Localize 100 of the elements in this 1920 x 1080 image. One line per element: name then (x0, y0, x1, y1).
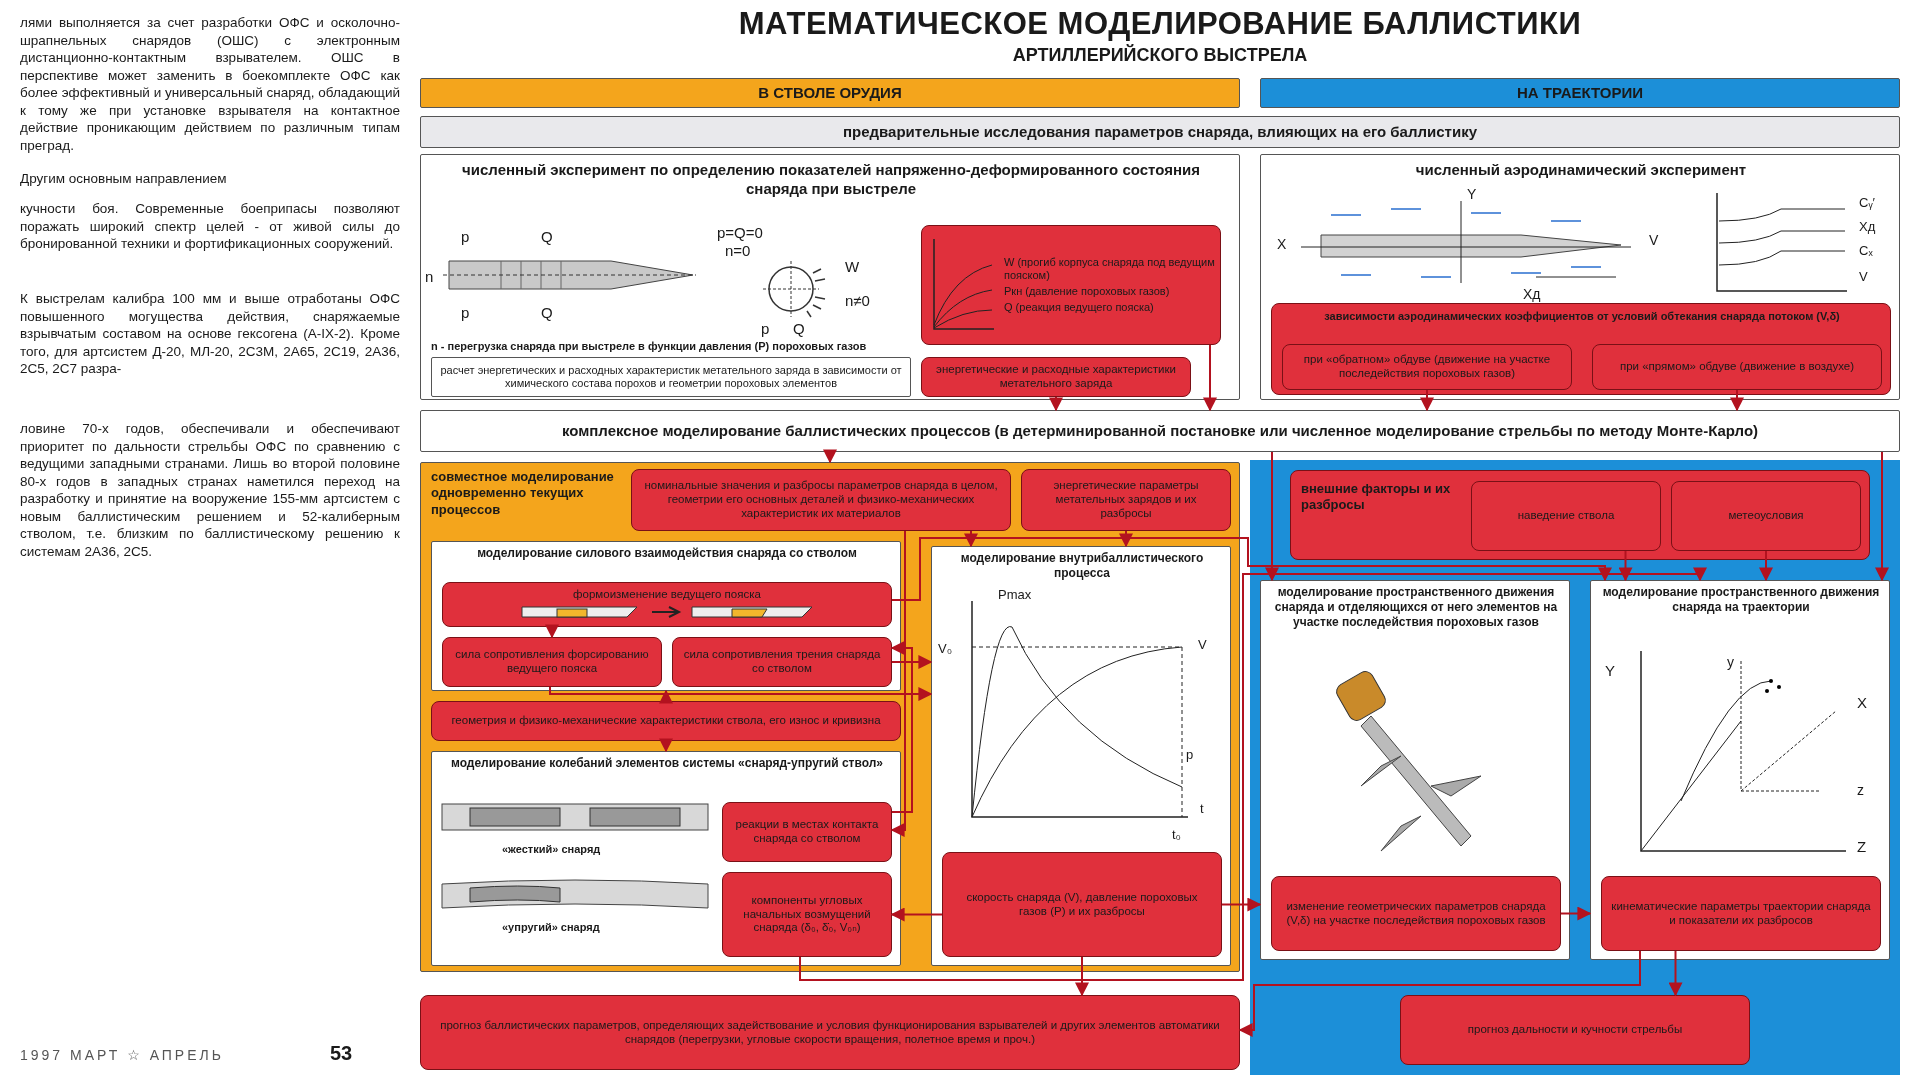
arrow (1221, 897, 1262, 912)
box-label: формоизменение ведущего пояска (573, 587, 761, 602)
box-label: расчет энергетических и расходных характеристик метательного заряда в зависимости от химического состава порохов и геометрии пороховых элементов (440, 363, 902, 391)
arrow (1203, 344, 1217, 412)
arrow (1875, 451, 1889, 582)
arrow (1420, 389, 1434, 412)
body-text: кучности боя. Современные боеприпасы позволяют поражать широкий спектр целей - от живой силы до бронированной техники и фортификационных сооружений. (20, 200, 400, 253)
axis-label: y (1727, 653, 1734, 672)
axis-label: z (1857, 781, 1864, 800)
force-label: Q (541, 303, 553, 323)
section-banner (1260, 78, 1900, 108)
curve-label: Cₓ (1859, 243, 1873, 260)
arrow (799, 567, 1707, 981)
force-label: n=0 (725, 241, 751, 261)
box-label: скорость снаряда (V), давление пороховых газов (P) и их разбросы (965, 890, 1199, 919)
box-label: W (прогиб корпуса снаряда под ведущим пояском) (1004, 255, 1216, 282)
box-label: при «обратном» обдуве (движение на участке последействия пороховых газов) (1302, 353, 1552, 381)
curve-label: Cᵧ′ (1859, 195, 1875, 212)
arrow (549, 686, 933, 701)
section-banner (420, 78, 1240, 108)
box-label: кинематические параметры траектории снаряда и показатели их разбросов (1610, 899, 1872, 928)
force-label: p (461, 303, 470, 323)
arrow (659, 689, 673, 704)
arrow (1668, 950, 1683, 997)
process-panel (420, 462, 1240, 972)
parameter-box (1271, 876, 1561, 951)
parameter-box (942, 852, 1222, 957)
arrow (891, 655, 933, 669)
arrow (890, 907, 943, 922)
arrow (890, 530, 906, 837)
arrow (1560, 906, 1592, 921)
parameter-box (1021, 469, 1231, 531)
axis-label: X (1277, 235, 1287, 254)
process-box (431, 357, 911, 397)
parameter-box (1282, 344, 1572, 390)
arrow (1075, 956, 1089, 997)
box-label: реакции в местах контакта снаряда со стволом (734, 818, 880, 846)
box-label: компоненты угловых начальных возмущений снаряда (δ₀, δ̇₀, V₀ₙ) (742, 893, 872, 936)
force-label: n (425, 267, 434, 287)
box-label: сила сопротивления трения снаряда со стволом (682, 648, 882, 676)
parameter-box (420, 995, 1240, 1070)
section-banner (420, 410, 1900, 452)
banner-text: НА ТРАЕКТОРИИ (1516, 84, 1644, 102)
box-label: изменение геометрических параметров снаряда (V,δ) на участке последействия пороховых газов (1285, 899, 1547, 928)
arrow (890, 641, 913, 813)
box-label: номинальные значения и разбросы параметров снаряда в целом, геометрии его основных деталей и физико-механических характеристик их материалов (643, 479, 999, 521)
force-label: Q (541, 227, 553, 247)
banner-text: комплексное моделирование баллистических процессов (в детерминированной постановке или численное моделирование стрельбы по методу Монте-Карло) (561, 422, 1759, 440)
process-panel (431, 751, 901, 966)
axis-label: Z (1857, 837, 1867, 857)
arrow (964, 530, 978, 548)
arrow (823, 449, 837, 464)
parameter-box (1290, 470, 1870, 560)
curve-label: V (1859, 269, 1868, 286)
parameter-box (1471, 481, 1661, 551)
force-label: W (845, 257, 860, 277)
parameter-box (722, 872, 892, 957)
arrow (1238, 950, 1641, 1037)
box-label: наведение ствола (1517, 509, 1615, 523)
parameter-box (631, 469, 1011, 531)
issue-date: 1997 МАРТ ☆ АПРЕЛЬ (20, 1046, 224, 1065)
page-subtitle: АРТИЛЛЕРИЙСКОГО ВЫСТРЕЛА (1011, 44, 1309, 67)
banner-text: В СТВОЛЕ ОРУДИЯ (758, 84, 902, 102)
axis-label: Y (1467, 185, 1477, 204)
panel-heading: моделирование пространственного движения снаряда и отделяющихся от него элементов на участке последействия пороховых газов (1273, 585, 1559, 630)
arrow (659, 738, 673, 753)
arrow (1265, 451, 1279, 582)
parameter-box (442, 582, 892, 627)
curve-label: Xд (1859, 219, 1876, 236)
process-panel (431, 541, 901, 691)
parameter-box (921, 225, 1221, 345)
panel-heading: моделирование внутрибаллистического процесса (959, 551, 1205, 581)
process-panel (1260, 580, 1570, 960)
parameter-box (722, 802, 892, 862)
parameter-box (1271, 303, 1891, 395)
arrow (1119, 530, 1133, 548)
panel-heading: численный аэродинамический эксперимент (1414, 161, 1748, 180)
curve-label: p (1186, 747, 1194, 764)
axis-label: V (1649, 231, 1659, 250)
process-panel (420, 154, 1240, 400)
parameter-box (1592, 344, 1882, 390)
box-label: метеоусловия (1728, 509, 1804, 523)
banner-text: предварительные исследования параметров снаряда, влияющих на его баллистику (843, 123, 1477, 141)
box-label: Pкн (давление пороховых газов) (1004, 285, 1171, 299)
panel-heading: моделирование пространственного движения снаряда на траектории (1601, 585, 1881, 615)
panel-heading: моделирование силового взаимодействия снаряда со стволом (476, 546, 858, 561)
axis-label: t₀ (1172, 827, 1181, 844)
arrow (1759, 550, 1773, 582)
force-label: p=Q=0 (717, 223, 763, 243)
process-panel (1590, 580, 1890, 960)
box-label: энергетические параметры метательных зарядов и их разбросы (1052, 479, 1200, 521)
arrow (1049, 396, 1063, 412)
body-text: Другим основным направлением (20, 170, 228, 188)
body-text: К выстрелам калибра 100 мм и выше отработаны ОФС повышенного могущества действия, снаряжаемые взрывчатым составом на основе гексогена (А-IX-2). Кроме того, для артсистем Д-20, МЛ-20, 2С3М, 2А65, 2С19, 2А36, 2С5, 2С7 разра- (20, 290, 400, 378)
parameter-box (431, 701, 901, 741)
box-label: сила сопротивления форсированию ведущего пояска (454, 648, 650, 676)
force-label: Q (793, 319, 805, 339)
process-panel (1260, 154, 1900, 400)
drawing-caption: «жесткий» снаряд (502, 842, 601, 857)
parameter-box (1400, 995, 1750, 1065)
